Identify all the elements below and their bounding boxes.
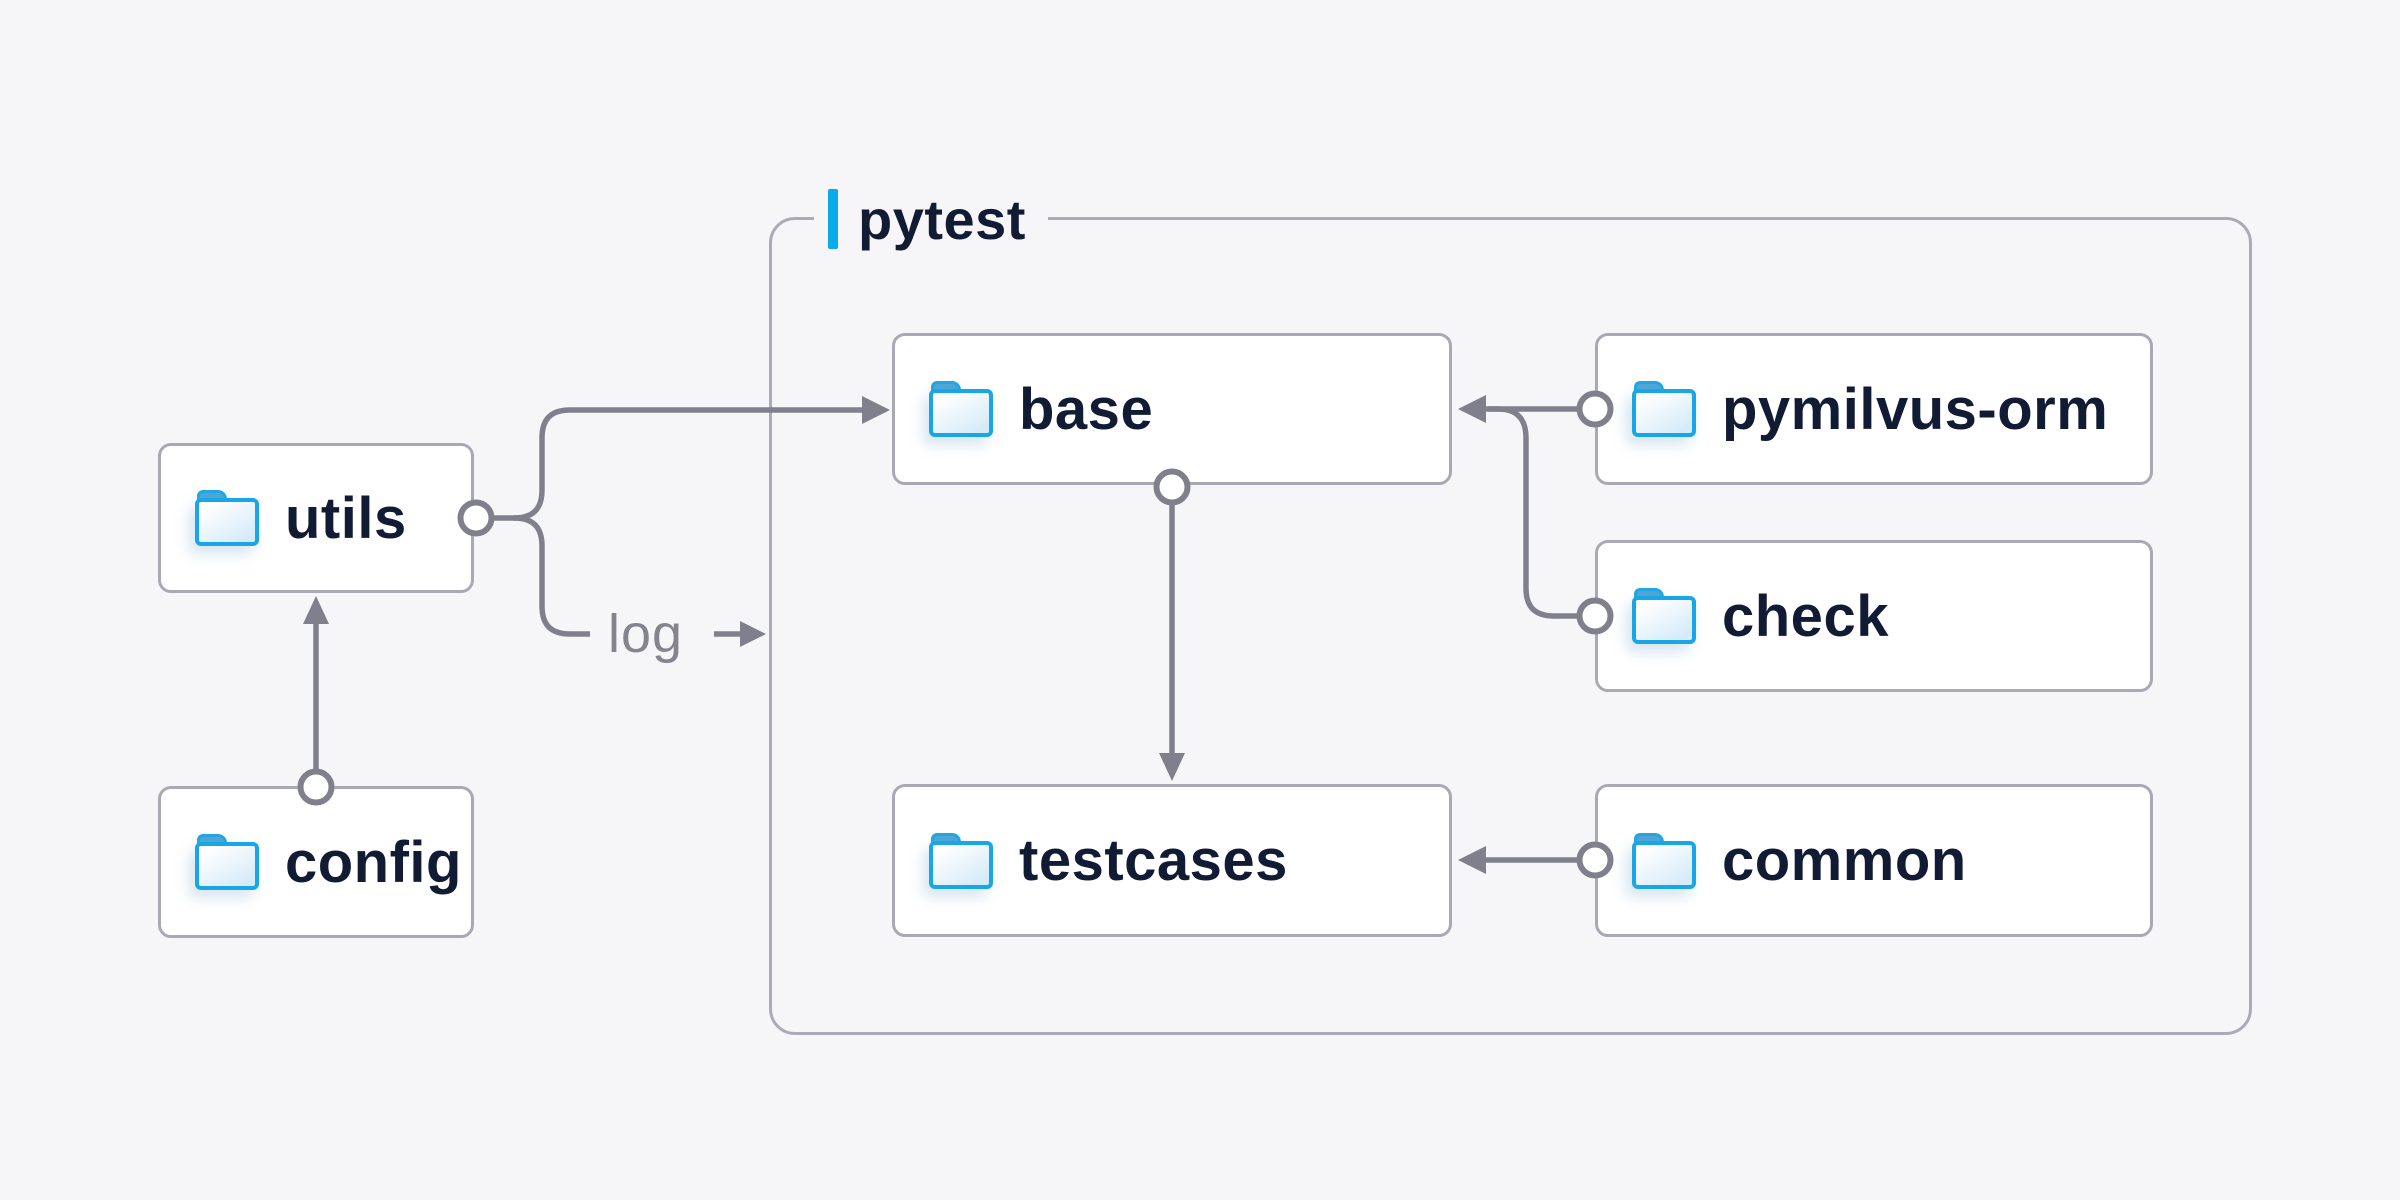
folder-icon bbox=[1632, 381, 1696, 437]
edge-config-to-utils bbox=[303, 596, 329, 771]
node-common: common bbox=[1595, 784, 2153, 937]
node-check: check bbox=[1595, 540, 2153, 692]
pytest-group-title: pytest bbox=[858, 187, 1026, 251]
pytest-group-label: pytest bbox=[814, 187, 1048, 251]
pytest-group-container: pytest bbox=[769, 188, 2252, 1035]
node-testcases-label: testcases bbox=[1019, 828, 1288, 893]
node-utils: utils bbox=[158, 443, 474, 593]
node-utils-label: utils bbox=[285, 485, 407, 551]
node-pymilvus-orm: pymilvus-orm bbox=[1595, 333, 2153, 485]
node-config: config bbox=[158, 786, 474, 938]
folder-icon bbox=[1632, 832, 1696, 889]
accent-bar-icon bbox=[828, 189, 838, 249]
node-testcases: testcases bbox=[892, 784, 1452, 937]
folder-icon bbox=[195, 834, 259, 890]
node-config-label: config bbox=[285, 829, 462, 895]
folder-icon bbox=[195, 490, 259, 546]
folder-icon bbox=[929, 832, 993, 889]
folder-icon bbox=[1632, 588, 1696, 644]
edge-label-log: log bbox=[608, 604, 684, 664]
node-check-label: check bbox=[1722, 583, 1889, 649]
folder-icon bbox=[929, 381, 993, 437]
node-pymilvus-orm-label: pymilvus-orm bbox=[1722, 376, 2109, 442]
node-base: base bbox=[892, 333, 1452, 485]
node-base-label: base bbox=[1019, 376, 1154, 442]
node-common-label: common bbox=[1722, 828, 1967, 893]
